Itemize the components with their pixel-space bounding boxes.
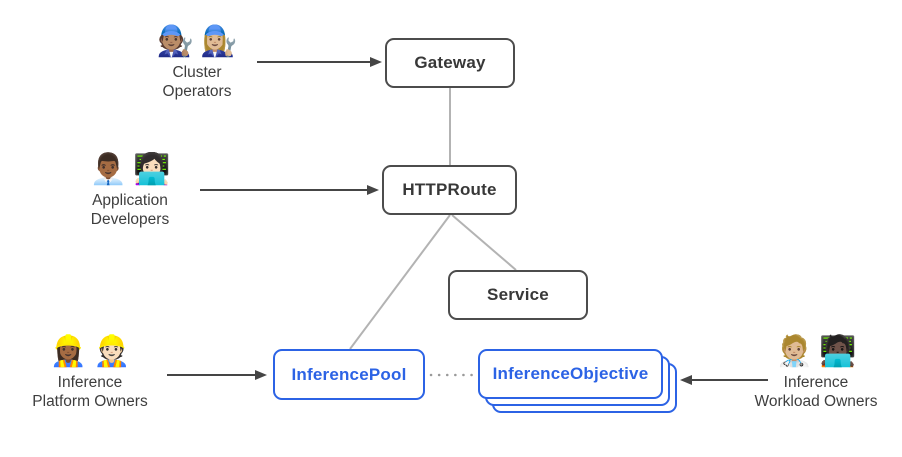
actor-cluster-operators: 🧑🏽‍🔧👩🏼‍🔧 Cluster Operators [112, 24, 282, 101]
application-developers-label: Application Developers [90, 192, 170, 228]
actor-inference-platform-owners: 👷🏾‍♀️👷🏻 Inference Platform Owners [5, 334, 175, 411]
woman-construction-worker-emoji: 👷🏾‍♀️ [49, 334, 87, 369]
man-technologist-emoji: 🧑🏿‍💻 [819, 334, 857, 369]
service-label: Service [487, 285, 549, 304]
httproute-node: HTTPRoute [382, 165, 517, 215]
woman-technologist-emoji: 👩🏻‍💻 [133, 152, 171, 187]
inferencepool-node: InferencePool [273, 349, 425, 400]
gateway-label: Gateway [414, 53, 486, 72]
cluster-operators-emoji-row: 🧑🏽‍🔧👩🏼‍🔧 [112, 24, 282, 60]
construction-worker-emoji: 👷🏻 [93, 334, 131, 369]
woman-mechanic-emoji: 👩🏼‍🔧 [200, 24, 238, 59]
cluster-operators-label: Cluster Operators [162, 64, 232, 100]
service-node: Service [448, 270, 588, 320]
workload-owners-emoji-row: 🧑🏼‍⚕️🧑🏿‍💻 [731, 334, 901, 370]
inference-platform-owners-label: Inference Platform Owners [32, 374, 148, 410]
edge-httproute-inferencepool [349, 214, 451, 350]
office-worker-emoji: 👨🏾‍💼 [89, 152, 127, 187]
edge-httproute-service [451, 214, 517, 271]
health-worker-emoji: 🧑🏼‍⚕️ [775, 334, 813, 369]
inferencepool-label: InferencePool [291, 364, 407, 384]
application-developers-emoji-row: 👨🏾‍💼👩🏻‍💻 [45, 152, 215, 188]
httproute-label: HTTPRoute [402, 180, 497, 199]
gateway-node: Gateway [385, 38, 515, 88]
man-mechanic-emoji: 🧑🏽‍🔧 [156, 24, 194, 59]
platform-owners-emoji-row: 👷🏾‍♀️👷🏻 [5, 334, 175, 370]
actor-application-developers: 👨🏾‍💼👩🏻‍💻 Application Developers [45, 152, 215, 229]
actor-inference-workload-owners: 🧑🏼‍⚕️🧑🏿‍💻 Inference Workload Owners [731, 334, 901, 411]
inferenceobjective-label: InferenceObjective [492, 364, 649, 383]
inferenceobjective-node: InferenceObjective [478, 349, 663, 399]
inference-workload-owners-label: Inference Workload Owners [754, 374, 878, 410]
